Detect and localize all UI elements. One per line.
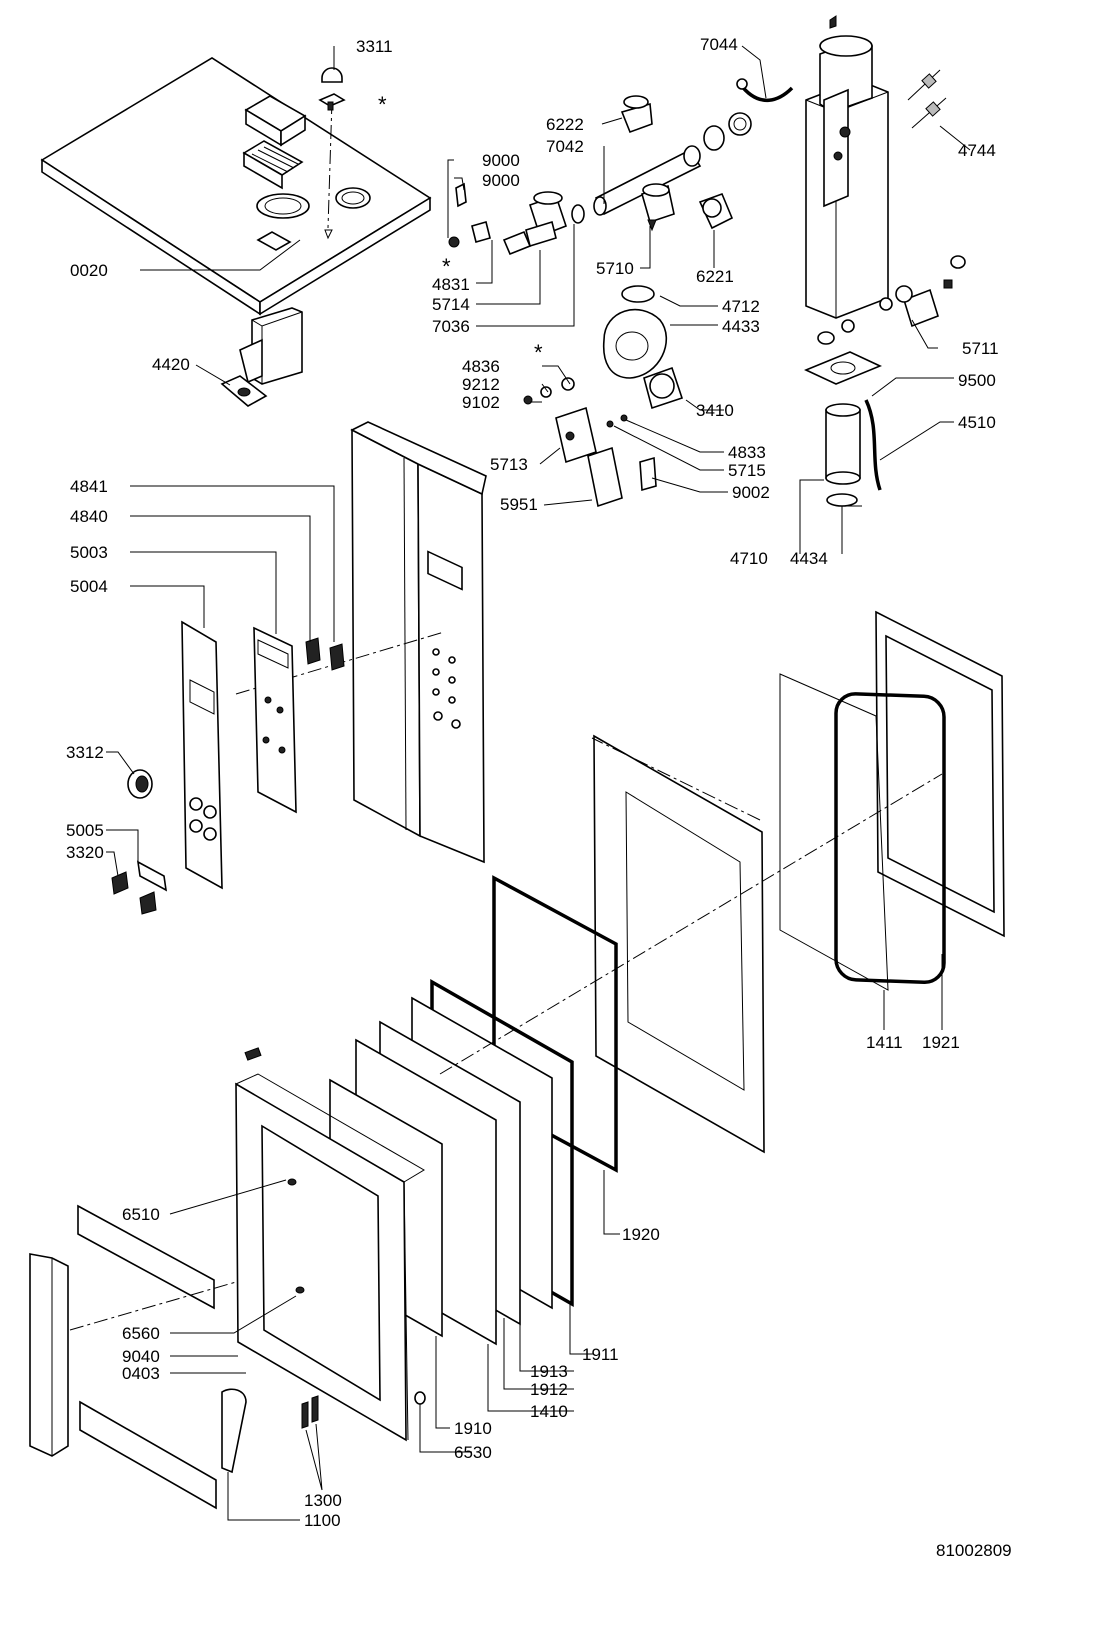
label-1921: 1921: [922, 1033, 960, 1052]
label-5005: 5005: [66, 821, 104, 840]
label-6221: 6221: [696, 267, 734, 286]
label-4434: 4434: [790, 549, 828, 568]
glass-1411-part: [779, 673, 889, 991]
outer-glass-door-part: [591, 734, 765, 1154]
label-9102: 9102: [462, 393, 500, 412]
door-gasket-1921-part: [834, 610, 1005, 985]
label-5715: 5715: [728, 461, 766, 480]
circuit-board-5004-part: [181, 620, 223, 890]
label-9500: 9500: [958, 371, 996, 390]
label-4710: 4710: [730, 549, 768, 568]
label-4433: 4433: [722, 317, 760, 336]
document-number: 81002809: [936, 1541, 1012, 1560]
label-3320: 3320: [66, 843, 104, 862]
label-9000-a: 9000: [482, 151, 520, 170]
label-5004: 5004: [70, 577, 108, 596]
circuit-board-5003-part: [253, 626, 297, 814]
label-4831: 4831: [432, 275, 470, 294]
label-4841: 4841: [70, 477, 108, 496]
label-4833: 4833: [728, 443, 766, 462]
label-1411: 1411: [866, 1033, 903, 1052]
label-0403: 0403: [122, 1364, 160, 1383]
top-cover-part: [40, 57, 432, 316]
side-panel-left-part: [29, 1253, 69, 1457]
label-7042: 7042: [546, 137, 584, 156]
label-1913: 1913: [530, 1362, 568, 1381]
knob-3312-part: [127, 769, 153, 799]
label-6510: 6510: [122, 1205, 160, 1224]
label-3312: 3312: [66, 743, 104, 762]
asterisk-4831: *: [442, 254, 451, 279]
label-7036: 7036: [432, 317, 470, 336]
asterisk-4836: *: [534, 340, 543, 365]
part-labels: 3311 * 0020 4420 7044 4744 6222 7042 900…: [66, 35, 1012, 1560]
label-1911: 1911: [582, 1345, 619, 1364]
label-5710: 5710: [596, 259, 634, 278]
asterisk-3311: *: [378, 92, 387, 117]
label-1920: 1920: [622, 1225, 660, 1244]
label-1912: 1912: [530, 1380, 568, 1399]
switch-5005-3320-part: [111, 860, 168, 915]
label-4836: 4836: [462, 357, 500, 376]
label-6222: 6222: [546, 115, 584, 134]
label-9000-b: 9000: [482, 171, 520, 190]
label-5003: 5003: [70, 543, 108, 562]
gas-pipe-assembly: [448, 78, 794, 256]
flue-column-part: [804, 15, 893, 507]
label-4712: 4712: [722, 297, 760, 316]
label-4510: 4510: [958, 413, 996, 432]
label-9212: 9212: [462, 375, 500, 394]
label-4840: 4840: [70, 507, 108, 526]
trim-6510-part: [77, 1204, 215, 1310]
label-1910: 1910: [454, 1419, 492, 1438]
label-9040: 9040: [122, 1347, 160, 1366]
label-5713: 5713: [490, 455, 528, 474]
door-frame-main-part: [235, 1047, 426, 1442]
leader-lines: [106, 45, 971, 1521]
label-5714: 5714: [432, 295, 470, 314]
connectors-4840-4841-part: [305, 637, 345, 671]
valve-5711-part: [895, 255, 966, 328]
label-1100: 1100: [304, 1511, 341, 1530]
label-4744: 4744: [958, 141, 996, 160]
panel-buttons: [432, 648, 461, 729]
trim-lower-part: [79, 1400, 217, 1510]
electrodes-4744-part: [907, 69, 947, 129]
label-3410: 3410: [696, 401, 734, 420]
hinges-1300-part: [301, 1395, 319, 1429]
label-5951: 5951: [500, 495, 538, 514]
label-5711: 5711: [962, 339, 999, 358]
label-6530: 6530: [454, 1443, 492, 1462]
knob-3311-part: [318, 67, 346, 111]
label-6560: 6560: [122, 1324, 160, 1343]
duct-4420-part: [220, 307, 303, 407]
label-7044: 7044: [700, 35, 738, 54]
label-9002: 9002: [732, 483, 770, 502]
label-1300: 1300: [304, 1491, 342, 1510]
handle-1100-part: [221, 1388, 247, 1474]
label-3311: 3311: [356, 37, 393, 56]
label-4420: 4420: [152, 355, 190, 374]
door-gasket-1920-part: [492, 875, 618, 1173]
label-0020: 0020: [70, 261, 108, 280]
blower-4433-part: [602, 285, 684, 410]
label-1410: 1410: [530, 1402, 568, 1421]
gas-valve-5713-part: [523, 377, 657, 508]
